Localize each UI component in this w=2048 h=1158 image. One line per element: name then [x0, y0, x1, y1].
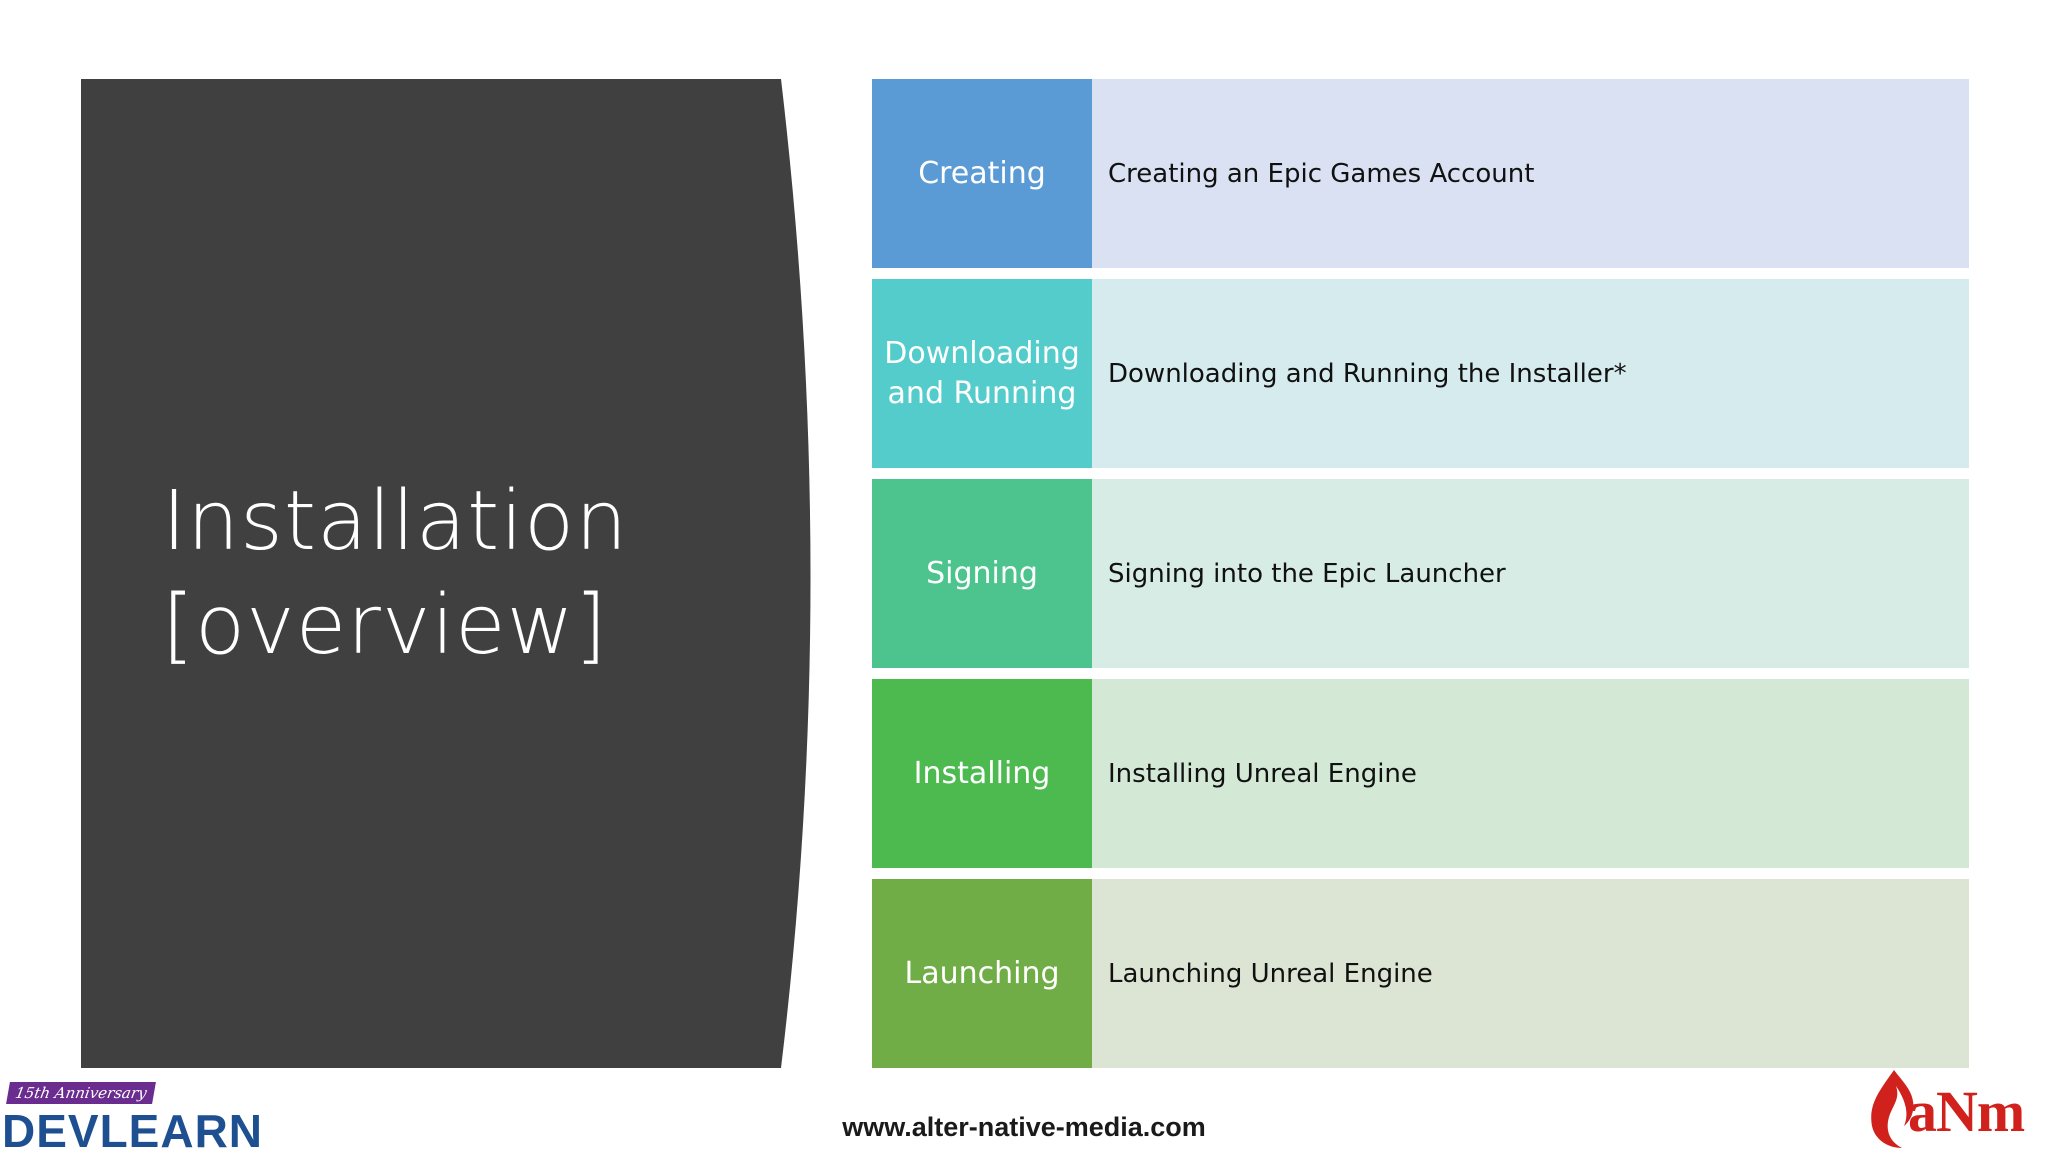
slide-title: Installation [overview] — [162, 470, 762, 678]
step-downloading: Downloading and Running Downloading and … — [872, 279, 1969, 468]
devlearn-wordmark: DEVLEARN — [2, 1105, 264, 1157]
step-description: Launching Unreal Engine — [1092, 879, 1969, 1068]
step-label: Signing — [872, 479, 1092, 668]
slide-title-line2: [overview] — [162, 578, 608, 673]
step-description: Signing into the Epic Launcher — [1092, 479, 1969, 668]
step-description: Installing Unreal Engine — [1092, 679, 1969, 868]
steps-list: Creating Creating an Epic Games Account … — [872, 79, 1969, 1068]
slide-title-line1: Installation — [162, 474, 629, 569]
step-installing: Installing Installing Unreal Engine — [872, 679, 1969, 868]
step-label: Launching — [872, 879, 1092, 1068]
anm-logo: aNm — [1860, 1064, 2040, 1152]
step-label: Downloading and Running — [872, 279, 1092, 468]
step-description: Creating an Epic Games Account — [1092, 79, 1969, 268]
step-signing: Signing Signing into the Epic Launcher — [872, 479, 1969, 668]
devlearn-anniversary-banner: 15th Anniversary — [6, 1082, 156, 1104]
title-panel-shape — [81, 79, 811, 1068]
step-launching: Launching Launching Unreal Engine — [872, 879, 1969, 1068]
footer-url: www.alter-native-media.com — [842, 1112, 1206, 1142]
step-creating: Creating Creating an Epic Games Account — [872, 79, 1969, 268]
devlearn-logo: 15th Anniversary DEVLEARN — [0, 1078, 270, 1157]
step-description: Downloading and Running the Installer* — [1092, 279, 1969, 468]
step-label: Installing — [872, 679, 1092, 868]
step-label: Creating — [872, 79, 1092, 268]
flame-icon — [1871, 1070, 1914, 1148]
anm-wordmark: aNm — [1908, 1079, 2025, 1144]
